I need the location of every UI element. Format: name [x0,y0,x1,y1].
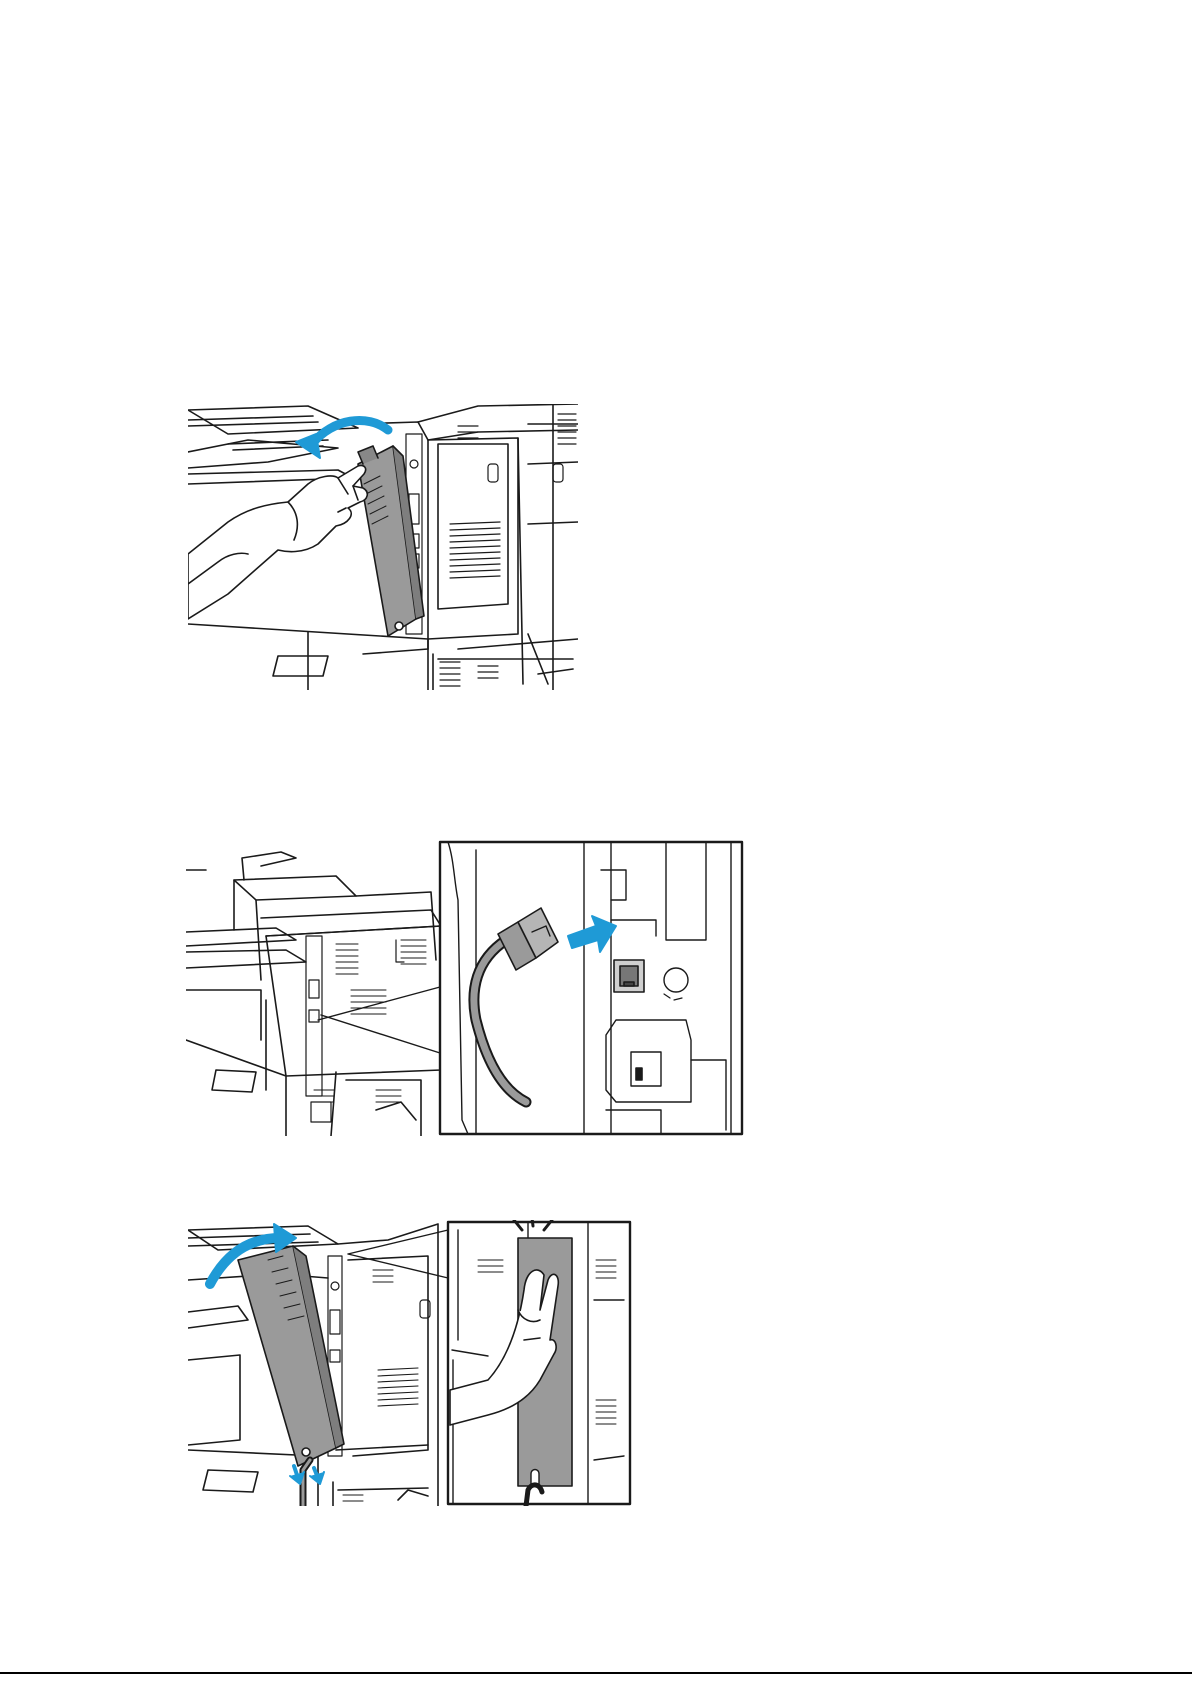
ethernet-port [614,960,644,992]
rear-ports [328,1256,430,1456]
illustration-close-cover [188,1220,632,1506]
hand-illustration [188,465,367,619]
printer-overview [186,852,441,1136]
detail-callout-frame [440,842,742,1134]
rear-cover-panel [358,446,424,636]
detail-callout-frame [448,1220,630,1506]
rear-ports [306,936,404,1122]
output-tray [188,406,358,484]
illustration-open-cover [188,404,578,690]
vent-grille [314,940,426,1102]
page-footer-rule [0,1672,1192,1674]
vent-grille [343,1270,418,1501]
illustration-connect-cable [186,840,746,1136]
